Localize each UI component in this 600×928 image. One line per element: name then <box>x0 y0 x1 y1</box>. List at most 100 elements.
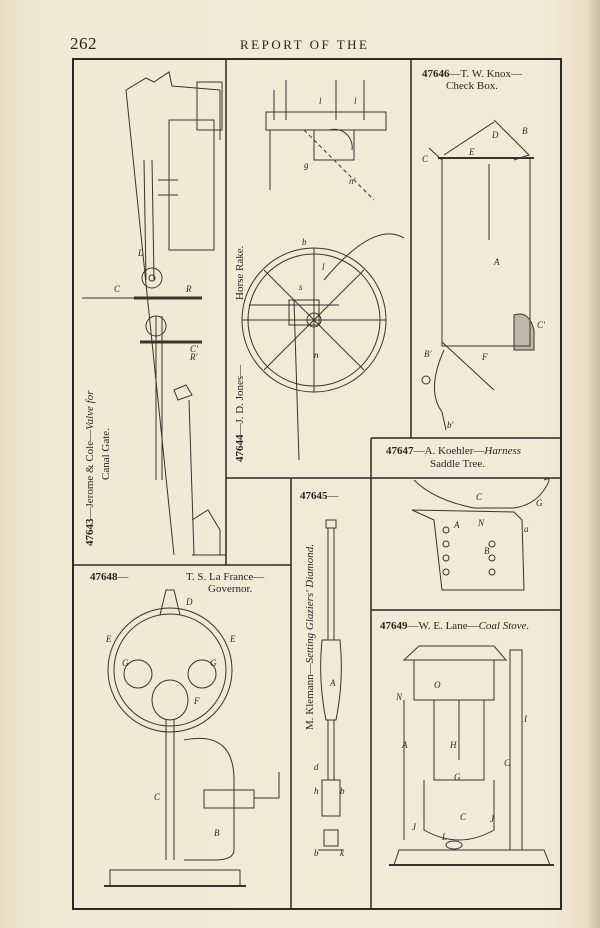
inventor-47647: —A. Koehler— <box>413 445 485 457</box>
svg-text:D: D <box>491 130 499 140</box>
svg-text:C: C <box>422 154 429 164</box>
caption-47645-vertical: M. Klemann—Setting Glaziers' Diamond. <box>304 544 317 730</box>
svg-text:O: O <box>434 680 441 690</box>
svg-text:R': R' <box>189 352 198 362</box>
title-47647: Harness <box>484 445 522 457</box>
title-47645: Setting Glaziers' Diamond. <box>304 544 316 664</box>
caption-47643: 47643—Jerome & Cole—Valve for <box>84 390 97 546</box>
caption-47646: 47646—T. W. Knox— <box>422 68 522 81</box>
svg-text:F: F <box>481 352 488 362</box>
panel-dividers <box>74 60 560 908</box>
svg-text:n: n <box>314 350 319 360</box>
dash-47645: — <box>327 490 339 502</box>
caption-47644: 47644—J. D. Jones— <box>234 365 247 462</box>
svg-text:b: b <box>340 786 345 796</box>
svg-text:h: h <box>314 786 319 796</box>
engraving-diamond-icon <box>318 519 344 851</box>
inventor-47643: —Jerome & Cole— <box>84 429 96 519</box>
svg-text:B': B' <box>424 349 432 359</box>
svg-text:B: B <box>522 126 528 136</box>
svg-text:l: l <box>322 262 325 272</box>
title-47644: Horse Rake. <box>234 245 246 300</box>
running-head: REPORT OF THE <box>240 37 370 52</box>
engraving-saddle-tree-icon <box>411 478 550 591</box>
engraving-governor-icon <box>104 589 280 887</box>
svg-text:s: s <box>299 282 303 292</box>
engraving-stove-icon <box>389 645 554 866</box>
svg-text:b': b' <box>447 420 455 430</box>
title-47643: Valve for <box>84 390 96 430</box>
inventor-47644: —J. D. Jones— <box>234 364 246 435</box>
caption-47648: 47648— <box>90 571 129 584</box>
svg-text:g: g <box>304 160 309 170</box>
svg-text:A: A <box>329 678 336 688</box>
svg-text:A: A <box>401 740 408 750</box>
svg-text:C: C <box>476 492 483 502</box>
svg-text:J: J <box>490 814 495 824</box>
dash-47648: — <box>117 571 129 583</box>
caption-47645: 47645— <box>300 490 339 503</box>
svg-text:N: N <box>395 692 403 702</box>
title-47649: Coal Stove. <box>478 620 530 632</box>
figure-number-47647: 47647 <box>386 445 414 457</box>
caption-47643-line2: Canal Gate. <box>100 428 112 480</box>
svg-text:C': C' <box>537 320 546 330</box>
svg-text:G: G <box>536 498 543 508</box>
svg-text:l: l <box>319 96 322 106</box>
engraving-valve-icon <box>82 71 226 556</box>
svg-text:b: b <box>302 237 307 247</box>
svg-text:d: d <box>314 762 319 772</box>
svg-text:n': n' <box>349 176 357 186</box>
svg-text:A: A <box>493 257 500 267</box>
page-edge-shadow <box>586 0 600 928</box>
figure-number-47646: 47646 <box>422 68 450 80</box>
svg-text:B: B <box>484 546 490 556</box>
svg-text:A: A <box>453 520 460 530</box>
svg-text:C': C' <box>190 344 199 354</box>
svg-text:B: B <box>214 828 220 838</box>
svg-text:F: F <box>193 696 200 706</box>
svg-text:k: k <box>340 848 345 858</box>
figure-number-47648: 47648 <box>90 571 118 583</box>
inventor-47645: M. Klemann— <box>304 663 316 730</box>
svg-text:I: I <box>523 714 528 724</box>
svg-text:G: G <box>210 658 217 668</box>
inventor-47646: —T. W. Knox— <box>449 68 523 80</box>
plate-drawings: C L R C' R' <box>74 60 560 908</box>
svg-text:C: C <box>460 812 467 822</box>
svg-text:C: C <box>504 758 511 768</box>
engraving-check-box-icon <box>421 119 535 431</box>
svg-text:E: E <box>105 634 112 644</box>
title-47646: Check Box. <box>446 80 498 92</box>
inventor-47649: —W. E. Lane— <box>407 620 479 632</box>
svg-text:L: L <box>137 248 143 258</box>
figure-number-47644: 47644 <box>234 434 246 463</box>
svg-text:l: l <box>354 96 357 106</box>
svg-text:J: J <box>412 822 417 832</box>
svg-text:L: L <box>441 832 447 842</box>
svg-text:E: E <box>468 147 475 157</box>
inventor-47648: T. S. La France— <box>186 571 265 583</box>
svg-text:R: R <box>185 284 192 294</box>
svg-text:E: E <box>229 634 236 644</box>
figure-number-47643: 47643 <box>84 518 96 547</box>
page-number: 262 <box>70 34 97 53</box>
caption-47647: 47647—A. Koehler—Harness <box>386 445 521 458</box>
title-47648: Governor. <box>208 583 253 595</box>
svg-text:a: a <box>524 524 529 534</box>
svg-text:N: N <box>477 518 485 528</box>
title-47647-line2: Saddle Tree. <box>430 458 485 470</box>
illustration-plate: C L R C' R' <box>72 58 562 910</box>
svg-text:C: C <box>114 284 121 294</box>
svg-text:D: D <box>185 597 193 607</box>
figure-number-47649: 47649 <box>380 620 408 632</box>
svg-text:b: b <box>314 848 319 858</box>
figure-number-47645: 47645 <box>300 490 328 502</box>
svg-text:C: C <box>154 792 161 802</box>
caption-47649: 47649—W. E. Lane—Coal Stove. <box>380 620 529 633</box>
svg-text:G: G <box>454 772 461 782</box>
svg-text:H: H <box>449 740 457 750</box>
engraving-rake-icon <box>241 80 405 461</box>
svg-text:G: G <box>122 658 129 668</box>
